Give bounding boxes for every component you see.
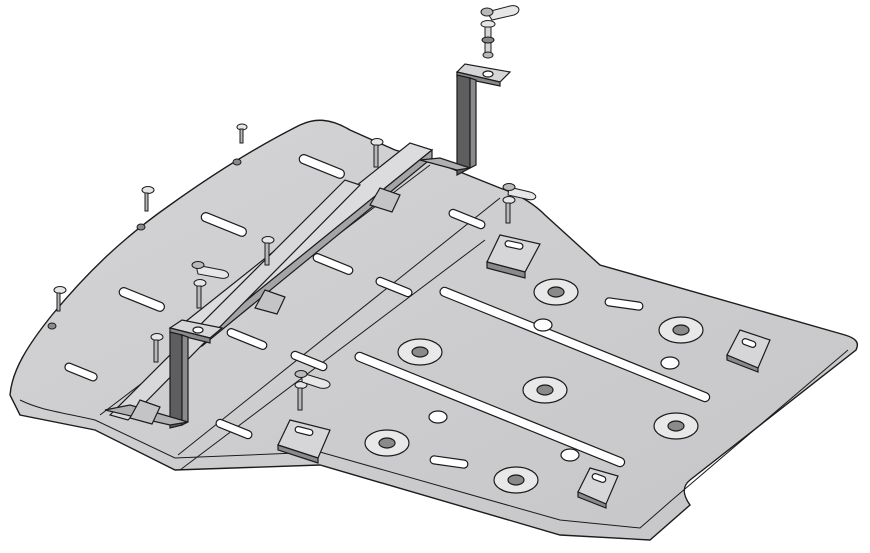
- slot: [215, 418, 253, 440]
- clip-bracket: [577, 467, 619, 509]
- dimple: [658, 316, 704, 344]
- dimples: [364, 278, 704, 494]
- z-bracket-top: [419, 63, 512, 177]
- clip-nuts: [191, 183, 537, 389]
- top-bolt-assembly: [480, 5, 520, 59]
- slot: [200, 212, 247, 237]
- dimple: [653, 412, 699, 440]
- clip-brackets: [129, 187, 771, 509]
- long-slot: [439, 286, 711, 403]
- slot-group-right: [354, 286, 711, 469]
- slot: [375, 276, 413, 298]
- slot-group-left: [64, 154, 486, 440]
- dimple: [364, 429, 410, 457]
- long-slot: [354, 351, 626, 468]
- slot: [604, 297, 644, 311]
- bolt: [370, 138, 384, 168]
- bolts: [47, 123, 516, 411]
- bolt: [294, 381, 308, 411]
- slot: [290, 350, 328, 372]
- hole: [533, 318, 553, 332]
- dimple: [533, 278, 579, 306]
- dimple: [522, 376, 568, 404]
- bolt: [232, 123, 248, 166]
- bolt: [502, 196, 516, 224]
- bolt: [136, 186, 155, 231]
- hole: [428, 410, 448, 424]
- hole: [560, 448, 580, 462]
- clip-bracket: [129, 187, 401, 425]
- dimple: [493, 466, 539, 494]
- bolt: [150, 333, 164, 363]
- slot: [64, 362, 98, 382]
- clip-bracket: [726, 329, 771, 373]
- slot: [429, 455, 469, 469]
- slot: [448, 208, 486, 230]
- clip-bracket: [486, 234, 541, 279]
- slot: [118, 287, 165, 312]
- skid-plate-body: [9, 119, 859, 541]
- round-holes: [428, 318, 680, 462]
- bolt: [47, 286, 67, 330]
- slot: [312, 253, 354, 275]
- bolt: [261, 236, 275, 266]
- clip-bracket: [277, 419, 331, 464]
- slot: [298, 154, 345, 179]
- bolt: [193, 279, 207, 309]
- dimple: [397, 338, 443, 366]
- slot: [226, 328, 268, 350]
- hole: [660, 356, 680, 370]
